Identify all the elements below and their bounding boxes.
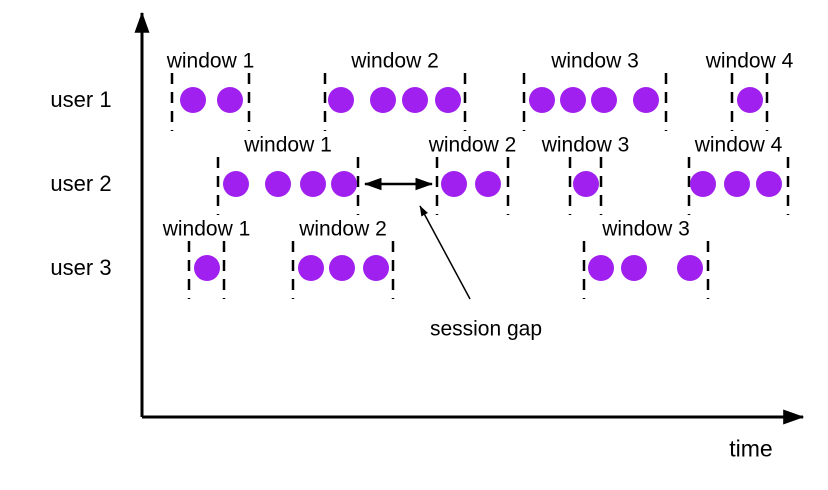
session-gap-pointer	[419, 205, 471, 300]
user-2-window-1-label: window 1	[244, 133, 332, 157]
event-dot	[180, 87, 206, 113]
user-1-label: user 1	[50, 87, 112, 112]
event-dot	[591, 87, 617, 113]
event-dot	[328, 87, 354, 113]
event-dot	[300, 171, 326, 197]
user-1-window-3-label: window 3	[551, 49, 639, 73]
event-dot	[329, 255, 355, 281]
user-1-window-2-label: window 2	[351, 49, 439, 73]
event-dot	[677, 255, 703, 281]
event-dot	[370, 87, 396, 113]
event-dot	[435, 87, 461, 113]
user-2-window-2-label: window 2	[428, 133, 517, 157]
user-2-label: user 2	[50, 171, 112, 196]
event-dot	[194, 255, 220, 281]
user-3-window-3-label: window 3	[602, 217, 690, 241]
event-dot	[331, 171, 357, 197]
user-3-window-2-label: window 2	[299, 217, 387, 241]
time-axis-label: time	[729, 435, 773, 462]
event-dot	[573, 171, 599, 197]
user-3-window-1-label: window 1	[162, 217, 251, 241]
event-dot	[529, 87, 555, 113]
event-dot	[633, 87, 659, 113]
user-2-window-4-label: window 4	[694, 133, 783, 157]
event-dot	[588, 255, 614, 281]
event-dot	[690, 171, 716, 197]
event-dot	[560, 87, 586, 113]
event-dot	[475, 171, 501, 197]
event-dot	[737, 87, 763, 113]
event-dot	[756, 171, 782, 197]
event-dot	[298, 255, 324, 281]
event-dot	[217, 87, 243, 113]
session-gap-label: session gap	[429, 317, 543, 341]
event-dot	[265, 171, 291, 197]
event-dot	[621, 255, 647, 281]
event-dot	[441, 171, 467, 197]
event-dot	[363, 255, 389, 281]
event-dot	[223, 171, 249, 197]
user-1-window-4-label: window 4	[705, 49, 794, 73]
event-dot	[402, 87, 428, 113]
event-dot	[724, 171, 750, 197]
user-3-label: user 3	[50, 255, 112, 280]
user-2-window-3-label: window 3	[541, 133, 630, 157]
user-1-window-1-label: window 1	[166, 49, 255, 73]
